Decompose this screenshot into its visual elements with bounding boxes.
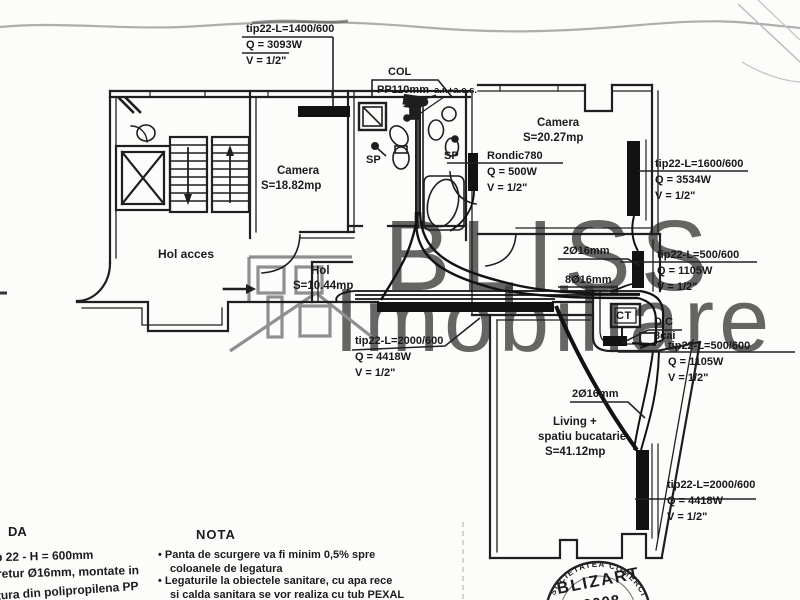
elevator <box>114 96 172 212</box>
label-radiator-1600: tip22-L=1600/600 Q = 3534W V = 1/2" <box>655 158 744 202</box>
radiator-2000-right <box>636 450 649 530</box>
label-column: COL <box>388 66 412 78</box>
heating-pipes <box>335 190 665 452</box>
label-leader-lines <box>242 36 795 500</box>
label-column-size: PP110mm <box>377 84 429 96</box>
radiator-1600 <box>627 141 640 216</box>
label-radiator-2000-center: tip22-L=2000/600 Q = 4418W V = 1/2" <box>355 335 444 379</box>
room-area-camera-large: S=20.27mp <box>523 132 584 144</box>
room-label-living-1: Living + <box>553 416 597 428</box>
label-radiator-500-upper: tip22-L=500/600 Q = 1105W V = 1/2" <box>657 249 740 293</box>
room-label-camera-small: Camera <box>277 165 320 177</box>
label-pipe-branch-lower: 2Ø16mm <box>572 388 619 400</box>
legend-fragment-line3: retur Ø16mm, montate in <box>0 563 140 581</box>
nota-bullet-2-line-2: si calda sanitara se vor realiza cu tub … <box>170 589 405 600</box>
room-area-hol: S=10.44mp <box>293 280 354 292</box>
label-radiator-2000-right: tip22-L=2000/600 Q = 4418W V = 1/2" <box>667 479 756 523</box>
room-label-hol: Hol <box>311 265 330 277</box>
legend-fragment-line2: p 22 - H = 600mm <box>0 547 94 565</box>
label-radiator-1400: tip22-L=1400/600 Q = 3093W V = 1/2" <box>246 23 335 67</box>
label-pipe-branch-upper: 2Ø16mm <box>563 245 610 257</box>
staircase <box>168 135 251 214</box>
legend-fragment-title: DA <box>8 524 27 539</box>
label-radiator-rondic: Rondic780 Q = 500W V = 1/2" <box>487 150 543 194</box>
room-label-hol-acces: Hol acces <box>158 247 215 261</box>
room-area-living: S=41.12mp <box>545 446 606 458</box>
radiator-rondic <box>468 153 478 191</box>
room-label-living-2: spatiu bucatarie <box>538 431 627 443</box>
radiator-1400 <box>298 106 350 117</box>
nota-bullet-1-line-1: • Panta de scurgere va fi minim 0,5% spr… <box>158 549 376 561</box>
stamp-year-text: 2008 <box>582 592 621 600</box>
label-sp-right: SP <box>444 150 459 162</box>
label-radiator-500-lower: tip22-L=500/600 Q = 1105W V = 1/2" <box>668 340 751 384</box>
nota-bullet-1-line-2: coloanele de legatura <box>170 563 283 575</box>
room-area-camera-small: S=18.82mp <box>261 180 322 192</box>
radiator-500-upper <box>632 251 644 288</box>
label-pipe-main-run: 8Ø16mm <box>565 274 612 286</box>
ct-boiler-box <box>609 302 642 336</box>
radiator-2000-center <box>377 302 554 312</box>
legend-fragment-line4: atura din polipropilena PP <box>0 578 139 600</box>
label-sp-left: SP <box>366 154 381 166</box>
nota-bullet-2-line-1: • Legaturile la obiectele sanitare, cu a… <box>158 575 393 587</box>
label-ct: CT <box>616 310 632 322</box>
label-dc: D.C 8cai <box>654 316 676 342</box>
bathroom-fixtures <box>357 79 465 231</box>
room-label-camera-large: Camera <box>537 117 580 129</box>
radiators <box>298 106 649 530</box>
walls <box>75 83 702 560</box>
nota-title: NOTA <box>196 527 236 542</box>
radiator-500-lower <box>603 336 627 346</box>
label-ar-acs: a.r.+a.c.s. <box>434 85 478 96</box>
